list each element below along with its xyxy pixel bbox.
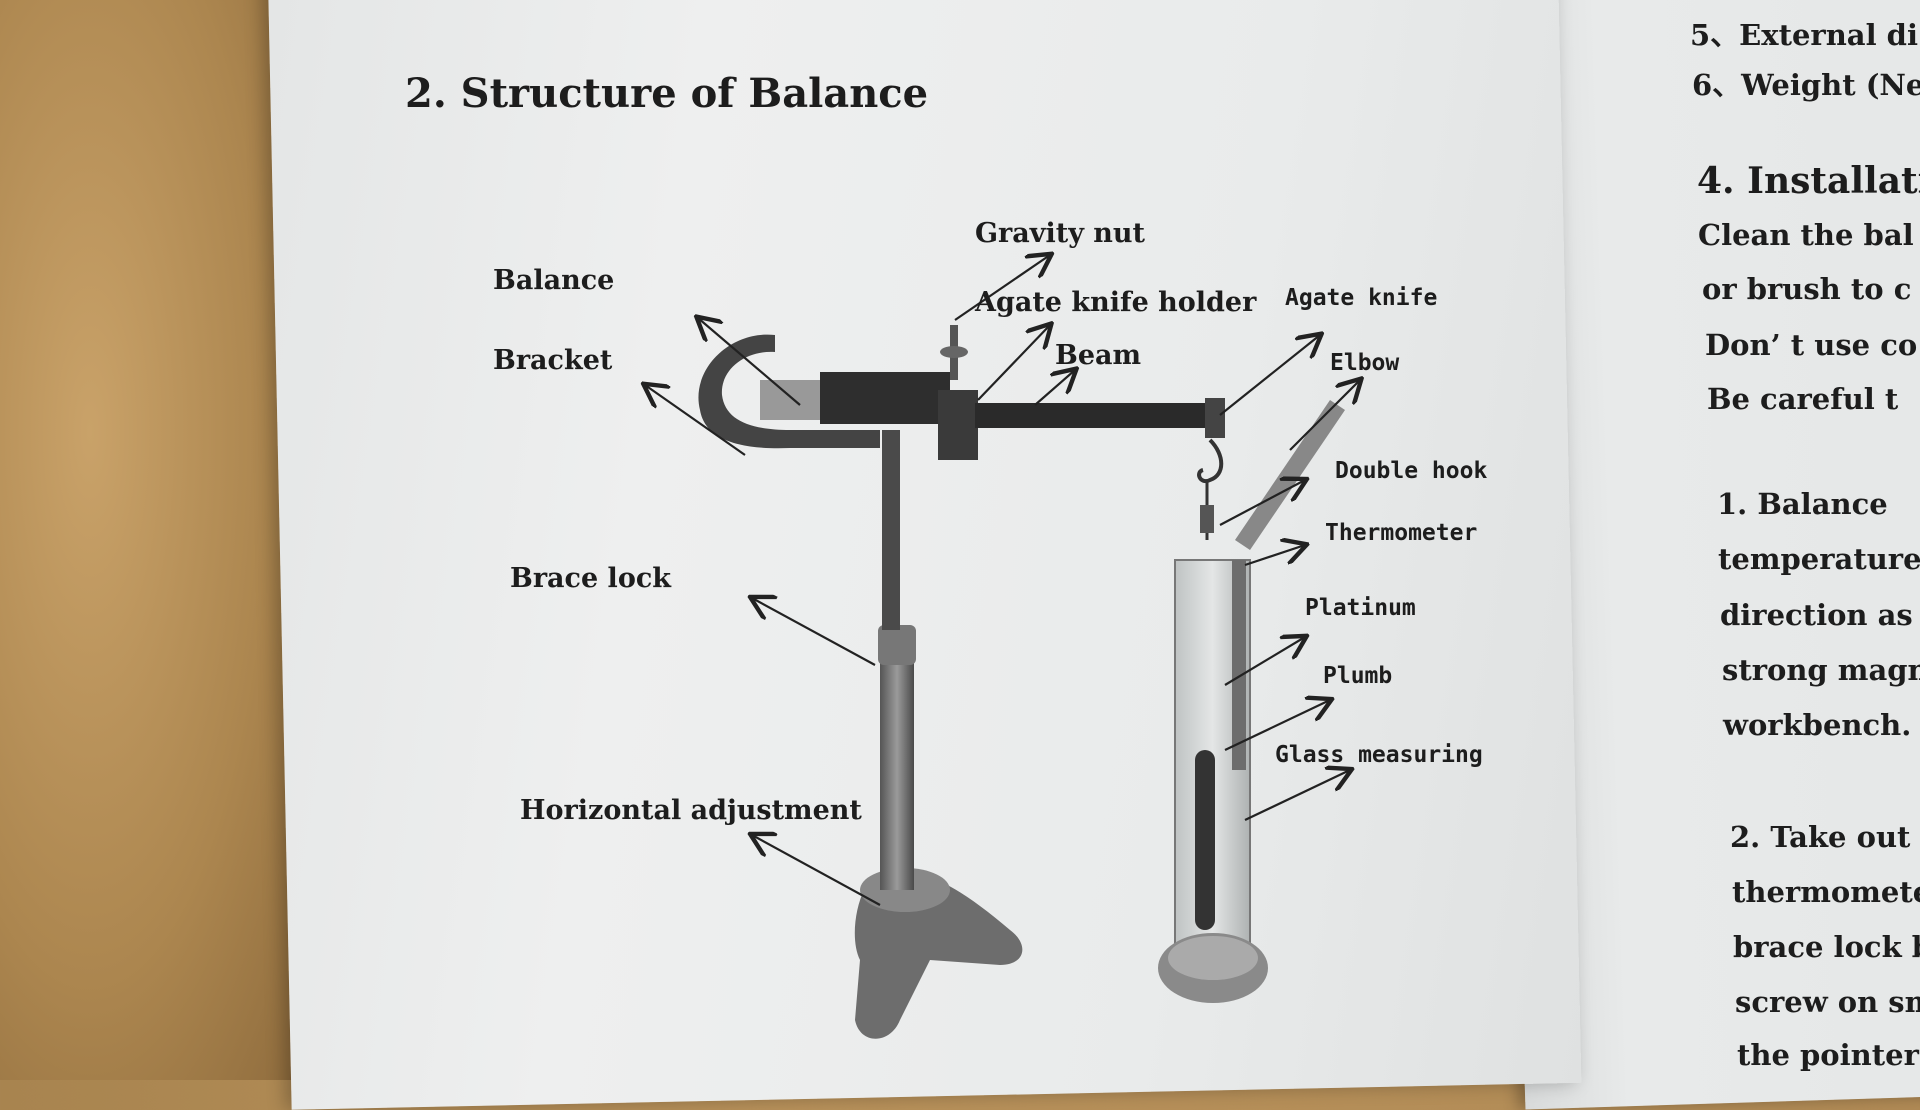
- page-title: 2. Structure of Balance: [405, 70, 929, 117]
- right-line-8: 1. Balance: [1717, 487, 1888, 521]
- right-heading-installation: 4. Installati: [1697, 160, 1920, 202]
- label-elbow: Elbow: [1330, 350, 1400, 376]
- right-line-6: Don’ t use co: [1705, 328, 1918, 362]
- label-balance: Balance: [493, 265, 615, 296]
- right-line-17: the pointer: [1737, 1038, 1919, 1072]
- label-agate-knife-holder: Agate knife holder: [975, 287, 1257, 318]
- label-platinum: Platinum: [1305, 595, 1416, 621]
- upper-rod: [882, 430, 900, 630]
- label-gravity-nut: Gravity nut: [975, 218, 1146, 249]
- right-line-15: brace lock b: [1733, 930, 1920, 964]
- right-line-4: Clean the bal: [1698, 218, 1914, 252]
- right-line-14: thermometer: [1732, 875, 1920, 909]
- label-agate-knife: Agate knife: [1285, 285, 1438, 311]
- label-bracket: Bracket: [493, 345, 613, 376]
- beam-left-block: [820, 372, 950, 424]
- right-line-10: direction as: [1720, 598, 1913, 632]
- right-line-9: temperature: [1718, 542, 1920, 576]
- label-double-hook: Double hook: [1335, 458, 1488, 484]
- label-beam: Beam: [1055, 340, 1142, 371]
- leader-arrows: [645, 255, 1360, 906]
- label-thermometer: Thermometer: [1325, 520, 1478, 546]
- desk-surface: [0, 0, 300, 1080]
- balance-diagram: [0, 0, 1920, 1039]
- label-brace-lock: Brace lock: [510, 563, 671, 594]
- bracket-arc: [698, 334, 880, 449]
- right-line-11: strong magne: [1722, 653, 1920, 687]
- label-glass-measuring: Glass measuring: [1275, 742, 1483, 768]
- tripod-base: [854, 868, 1023, 1039]
- right-line-5: or brush to c: [1702, 272, 1912, 306]
- right-line-1: 5、External di: [1690, 18, 1918, 52]
- right-line-2: 6、Weight (Ne: [1692, 68, 1920, 102]
- right-line-16: screw on sm: [1735, 985, 1920, 1019]
- support-column: [880, 635, 914, 890]
- label-horizontal-adjustment: Horizontal adjustment: [520, 795, 862, 826]
- right-line-13: 2. Take out: [1730, 820, 1911, 854]
- right-line-12: workbench.: [1723, 708, 1912, 742]
- beam-bar: [975, 403, 1205, 428]
- right-line-7: Be careful t: [1707, 382, 1899, 416]
- label-plumb: Plumb: [1323, 663, 1393, 689]
